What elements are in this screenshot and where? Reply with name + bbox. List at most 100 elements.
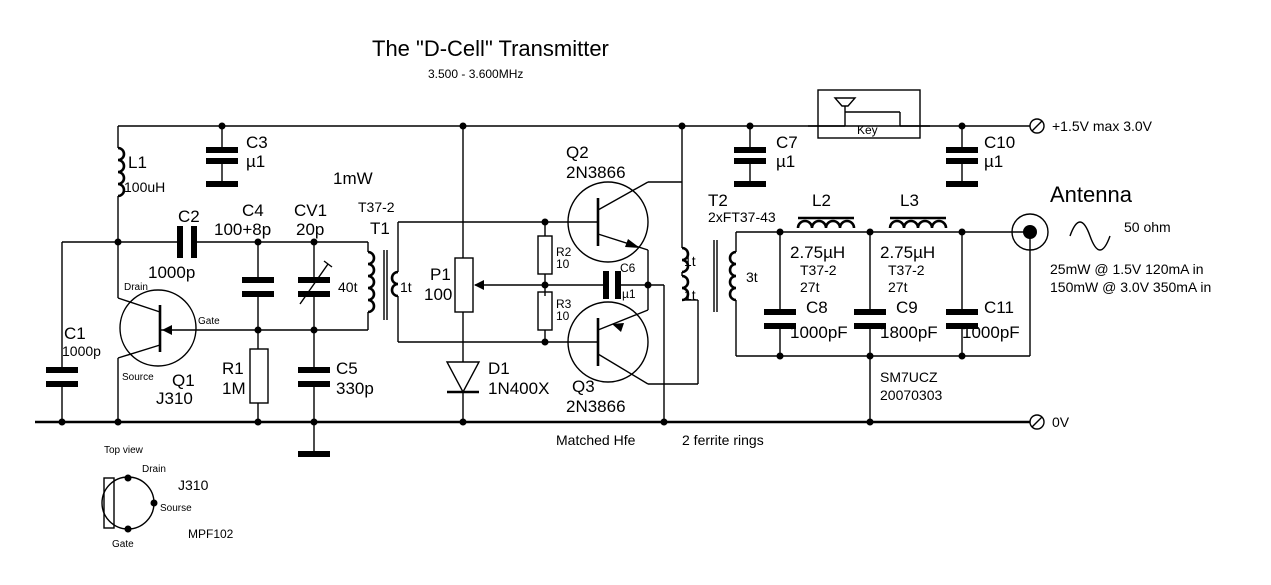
- l3-value: 2.75µH: [880, 243, 935, 262]
- capacitor-c9: [854, 232, 886, 422]
- l2-value: 2.75µH: [790, 243, 845, 262]
- l2-ref: L2: [812, 191, 831, 210]
- capacitor-c3: [206, 126, 238, 187]
- q1-value: J310: [156, 389, 193, 408]
- capacitor-c7: [734, 126, 766, 187]
- c11-ref: C11: [984, 298, 1014, 317]
- antenna-label: Antenna: [1050, 182, 1133, 207]
- t1-ref: T1: [370, 219, 390, 238]
- pinout-source: Sourse: [160, 503, 192, 514]
- potentiometer-p1: [454, 126, 606, 362]
- j310-pinout-diagram: [101, 474, 158, 533]
- c3-ref: C3: [246, 133, 268, 152]
- q1-ref: Q1: [172, 371, 195, 390]
- d1-ref: D1: [488, 359, 510, 378]
- q2-ref: Q2: [566, 143, 589, 162]
- power-output-label: 1mW: [333, 169, 373, 188]
- r1-value: 1M: [222, 379, 246, 398]
- c5-ref: C5: [336, 359, 358, 378]
- c5-value: 330p: [336, 379, 374, 398]
- ground-label: 0V: [1052, 414, 1070, 430]
- capacitor-c11: [946, 232, 978, 356]
- c1-value: 1000p: [62, 343, 101, 359]
- author-callsign: SM7UCZ: [880, 369, 938, 385]
- capacitor-c8: [764, 232, 796, 356]
- drawing-date: 20070303: [880, 387, 943, 403]
- inductor-l1: [117, 126, 126, 242]
- c11-value: 1000pF: [962, 323, 1020, 342]
- c7-ref: C7: [776, 133, 798, 152]
- q3-value: 2N3866: [566, 397, 626, 416]
- t1-primary-turns: 1t: [400, 279, 412, 295]
- c7-value: µ1: [776, 152, 795, 171]
- q1-gate-label: Gate: [198, 316, 220, 327]
- t1-core: T37-2: [358, 199, 395, 215]
- capacitor-c5: [258, 329, 368, 457]
- c9-value: 1800pF: [880, 323, 938, 342]
- antenna-connector: [1011, 213, 1049, 251]
- pinout-gate: Gate: [112, 539, 134, 550]
- pinout-part: J310: [178, 477, 209, 493]
- r3-ref: R3: [556, 297, 572, 311]
- t2-core: 2xFT37-43: [708, 209, 776, 225]
- c3-value: µ1: [246, 152, 265, 171]
- cv1-ref: CV1: [294, 201, 327, 220]
- pinout-alt: MPF102: [188, 527, 234, 541]
- q1-drain-label: Drain: [124, 282, 148, 293]
- q2-value: 2N3866: [566, 163, 626, 182]
- morse-key: [808, 89, 930, 139]
- pinout-title: Top view: [104, 445, 144, 456]
- inductor-l2: [796, 216, 856, 229]
- l1-ref: L1: [128, 153, 147, 172]
- supply-rail: [118, 118, 1045, 134]
- c9-ref: C9: [896, 298, 918, 317]
- l3-core: T37-2: [888, 262, 925, 278]
- note-matched-hfe: Matched Hfe: [556, 432, 636, 448]
- key-label: Key: [857, 123, 878, 137]
- c4-ref: C4: [242, 201, 264, 220]
- l3-turns: 27t: [888, 279, 908, 295]
- variable-capacitor-cv1: [298, 242, 333, 330]
- t1-secondary-turns: 40t: [338, 279, 358, 295]
- c8-value: 1000pF: [790, 323, 848, 342]
- t2-primary-b: 1t: [684, 287, 696, 303]
- r2-ref: R2: [556, 245, 572, 259]
- inductor-l3: [888, 216, 948, 229]
- p1-ref: P1: [430, 265, 451, 284]
- pinout-drain: Drain: [142, 464, 166, 475]
- p1-value: 100: [424, 285, 452, 304]
- l1-value: 100uH: [124, 179, 165, 195]
- note-ferrite-rings: 2 ferrite rings: [682, 432, 764, 448]
- cv1-value: 20p: [296, 220, 324, 239]
- capacitor-c6: [603, 271, 664, 299]
- capacitor-c10: [946, 126, 978, 187]
- t2-secondary: 3t: [746, 269, 758, 285]
- t2-ref: T2: [708, 191, 728, 210]
- c6-ref: C6: [620, 261, 636, 275]
- transistor-q2: [545, 181, 682, 285]
- c6-value: µ1: [622, 287, 636, 301]
- l2-turns: 27t: [800, 279, 820, 295]
- r1-ref: R1: [222, 359, 244, 378]
- ground-rail: [35, 414, 1045, 430]
- capacitor-c1: [46, 241, 118, 422]
- jfet-q1: [117, 242, 258, 422]
- frequency-range: 3.500 - 3.600MHz: [428, 67, 523, 81]
- power-spec-2: 150mW @ 3.0V 350mA in: [1050, 279, 1211, 295]
- t2-primary-a: 1t: [684, 253, 696, 269]
- d1-value: 1N400X: [488, 379, 549, 398]
- sine-wave-icon: [1069, 221, 1111, 251]
- c1-ref: C1: [64, 324, 86, 343]
- diode-d1: [445, 361, 481, 422]
- q3-ref: Q3: [572, 377, 595, 396]
- junction-dots: [58, 122, 966, 426]
- c10-value: µ1: [984, 152, 1003, 171]
- r2-value: 10: [556, 257, 570, 271]
- supply-voltage-label: +1.5V max 3.0V: [1052, 118, 1153, 134]
- capacitor-c2: [118, 226, 368, 258]
- schematic-title: The "D-Cell" Transmitter: [372, 36, 609, 61]
- c2-ref: C2: [178, 207, 200, 226]
- transformer-t2: [681, 126, 1030, 384]
- transistor-q3: [545, 285, 698, 385]
